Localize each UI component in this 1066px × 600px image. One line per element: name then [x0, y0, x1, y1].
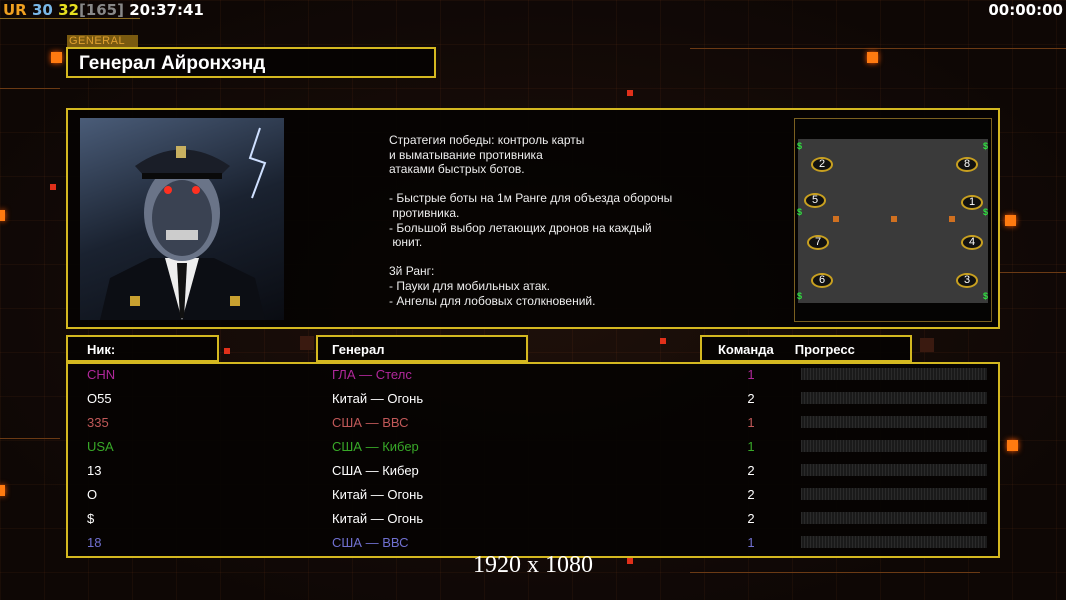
general-tag: GENERAL	[67, 35, 138, 48]
player-row[interactable]: $ Китай — Огонь 2	[68, 508, 998, 532]
player-progress-bar	[801, 392, 987, 404]
general-title: Генерал Айронхэнд	[66, 47, 436, 78]
decor-square	[50, 184, 56, 190]
player-nick: O55	[87, 391, 112, 406]
map-slot-7[interactable]: 7	[807, 235, 829, 250]
player-progress-bar	[801, 488, 987, 500]
decor-square	[51, 52, 62, 63]
header-progress: Прогресс	[794, 342, 855, 357]
hud-stats: UR 30 32[165] 20:37:41	[3, 1, 204, 19]
resolution-label: 1920 x 1080	[473, 552, 593, 578]
decor-square	[627, 90, 633, 96]
player-team: 2	[747, 511, 755, 526]
map-slot-4[interactable]: 4	[961, 235, 983, 250]
player-team: 1	[747, 439, 755, 454]
hud-underline	[0, 18, 140, 19]
decor-square	[224, 348, 230, 354]
cash-icon: $	[983, 141, 989, 151]
oil-derrick-icon	[891, 216, 897, 222]
decor-line	[0, 438, 60, 439]
decor-square	[920, 338, 934, 352]
map-slot-5[interactable]: 5	[804, 193, 826, 208]
player-general: США — Кибер	[332, 439, 419, 454]
oil-derrick-icon	[949, 216, 955, 222]
player-nick: 18	[87, 535, 102, 550]
player-general: Китай — Огонь	[332, 391, 424, 406]
player-general: США — ВВС	[332, 535, 409, 550]
player-row[interactable]: O55 Китай — Огонь 2	[68, 388, 998, 412]
header-team-progress: Команда Прогресс	[700, 335, 912, 362]
player-progress-bar	[801, 536, 987, 548]
player-team: 1	[747, 367, 755, 382]
hud-time: 20:37:41	[129, 1, 204, 19]
map-slot-1[interactable]: 1	[961, 195, 983, 210]
players-table: CHN ГЛА — Стелс 1 O55 Китай — Огонь 2 33…	[66, 362, 1000, 558]
player-row[interactable]: O Китай — Огонь 2	[68, 484, 998, 508]
header-nick: Ник:	[66, 335, 219, 362]
map-slot-2[interactable]: 2	[811, 157, 833, 172]
cash-icon: $	[983, 207, 989, 217]
decor-square	[0, 210, 5, 221]
general-description: Стратегия победы: контроль карты и вымат…	[389, 133, 673, 308]
decor-square	[0, 485, 5, 496]
player-team: 2	[747, 391, 755, 406]
hud-ping: 32	[58, 1, 79, 19]
header-team: Команда	[718, 342, 774, 357]
player-nick: O	[87, 487, 98, 502]
map-preview[interactable]: 1 2 3 4 5 6 7 8 $ $ $ $ $ $	[794, 118, 992, 322]
map-slot-3[interactable]: 3	[956, 273, 978, 288]
player-nick: USA	[87, 439, 114, 454]
player-row[interactable]: 18 США — ВВС 1	[68, 532, 998, 556]
player-row[interactable]: CHN ГЛА — Стелс 1	[68, 364, 998, 388]
player-nick: 13	[87, 463, 102, 478]
player-team: 1	[747, 535, 755, 550]
decor-line	[690, 48, 1066, 49]
cash-icon: $	[797, 291, 803, 301]
general-info-panel: Стратегия победы: контроль карты и вымат…	[66, 108, 1000, 329]
decor-line	[690, 572, 980, 573]
player-row[interactable]: USA США — Кибер 1	[68, 436, 998, 460]
game-clock: 00:00:00	[988, 1, 1063, 19]
player-general: США — ВВС	[332, 415, 409, 430]
player-nick: CHN	[87, 367, 116, 382]
player-general: США — Кибер	[332, 463, 419, 478]
player-nick: $	[87, 511, 95, 526]
player-general: Китай — Огонь	[332, 511, 424, 526]
player-team: 2	[747, 463, 755, 478]
player-progress-bar	[801, 416, 987, 428]
player-nick: 335	[87, 415, 109, 430]
map-slot-6[interactable]: 6	[811, 273, 833, 288]
decor-line	[1000, 272, 1066, 273]
player-progress-bar	[801, 440, 987, 452]
decor-square	[1007, 440, 1018, 451]
player-team: 2	[747, 487, 755, 502]
oil-derrick-icon	[833, 216, 839, 222]
player-progress-bar	[801, 464, 987, 476]
general-portrait	[80, 118, 284, 320]
decor-square	[660, 338, 666, 344]
player-row[interactable]: 13 США — Кибер 2	[68, 460, 998, 484]
player-progress-bar	[801, 512, 987, 524]
map-slot-8[interactable]: 8	[956, 157, 978, 172]
player-row[interactable]: 335 США — ВВС 1	[68, 412, 998, 436]
cash-icon: $	[797, 207, 803, 217]
decor-line	[0, 88, 60, 89]
decor-square	[867, 52, 878, 63]
player-general: ГЛА — Стелс	[332, 367, 412, 382]
decor-square	[1005, 215, 1016, 226]
player-progress-bar	[801, 368, 987, 380]
hud-bracket: [165]	[78, 1, 124, 19]
cash-icon: $	[983, 291, 989, 301]
player-general: Китай — Огонь	[332, 487, 424, 502]
decor-square	[300, 336, 314, 350]
hud-ur: UR	[3, 1, 27, 19]
hud-fps: 30	[31, 1, 53, 19]
header-general: Генерал	[316, 335, 528, 362]
player-team: 1	[747, 415, 755, 430]
decor-square	[627, 558, 633, 564]
cash-icon: $	[797, 141, 803, 151]
